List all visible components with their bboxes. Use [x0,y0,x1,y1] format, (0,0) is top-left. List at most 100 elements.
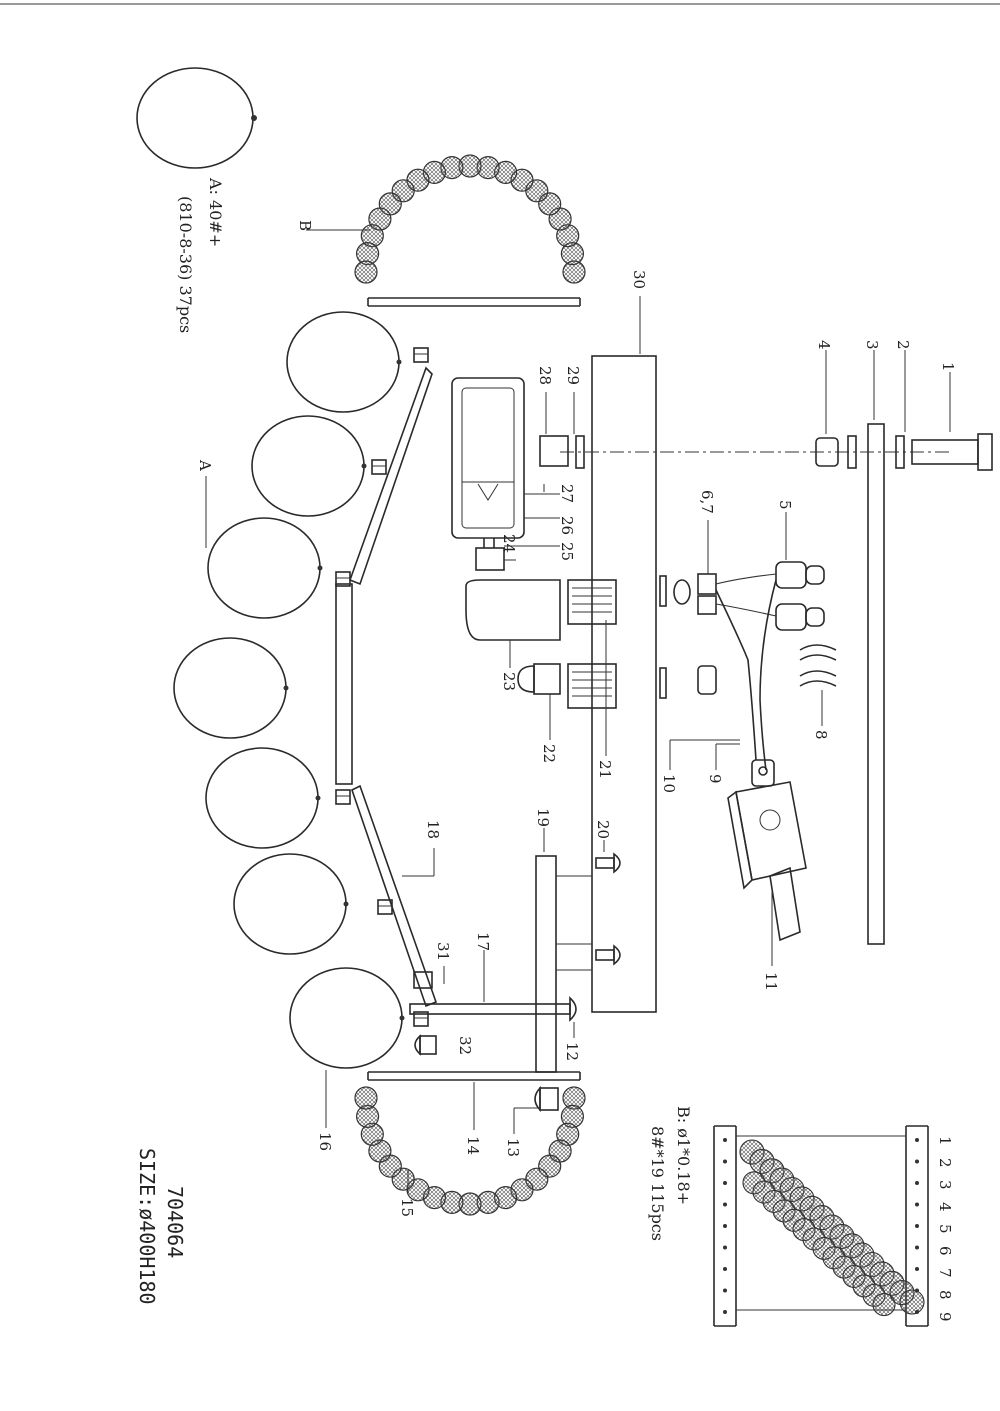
strand-dot [915,1138,919,1142]
screw-20-b [595,949,615,961]
label-18: 18 [424,820,442,839]
label-20: 20 [594,820,612,839]
washer-29 [575,435,585,469]
cap-22 [517,663,561,695]
bead [354,1086,378,1110]
label-4: 4 [815,340,833,350]
label-17: 17 [474,932,492,951]
label-12: 12 [563,1042,581,1061]
size-spec: SIZE:ø400H180 [135,1148,159,1305]
notes: A: 40#+ (810-8-36) 37pcs B: ø1*0.18+ 8#*… [135,177,693,1305]
label-1: 1 [939,362,957,372]
label-B: B [296,220,314,231]
label-24: 24 [500,534,518,553]
label-14: 14 [464,1136,482,1155]
note-b-line1: B: ø1*0.18+ [674,1106,693,1205]
label-3: 3 [863,340,881,350]
bead [354,260,378,284]
label-28: 28 [536,366,554,385]
coil-upper [567,579,617,625]
bead-strand-diagram [713,1125,929,1327]
label-2: 2 [894,340,912,350]
crystal-body [207,517,321,619]
crystal-hook-point [343,901,349,907]
label-13: 13 [504,1138,522,1157]
strand-dot [723,1224,727,1228]
strand-beads [739,1139,925,1317]
clip [377,899,393,915]
mounting-bar-3 [867,423,885,945]
screw-13 [539,1087,559,1111]
label-8: 8 [812,730,830,740]
strand-dot [915,1202,919,1207]
strand-number: 5 [936,1224,954,1234]
label-10: 10 [660,774,678,793]
label-30: 30 [630,270,648,289]
label-9: 9 [706,774,724,784]
label-27: 27 [558,484,576,503]
label-31: 31 [434,942,452,961]
crystal-pendant [286,311,402,413]
arm-frame-18 [335,366,438,1008]
label-5: 5 [776,500,794,510]
connector-24 [475,547,505,571]
label-29: 29 [564,366,582,385]
crystal-body [251,415,365,517]
crystal-pendant [173,637,289,739]
strand-number: 4 [936,1202,954,1212]
strand-number: 2 [936,1158,954,1168]
strand-dot [723,1310,727,1314]
strand-bead [899,1289,925,1315]
label-11: 11 [762,972,780,991]
wire-connectors [659,561,837,771]
label-16: 16 [316,1132,334,1151]
label-19: 19 [534,808,552,827]
crystal-pendant [207,517,323,619]
strand-dot [723,1138,727,1142]
strand-number: 9 [936,1312,954,1322]
strand-dot [723,1267,727,1271]
strand-dot [723,1245,727,1250]
washer-2 [895,435,905,469]
note-a-line2: (810-8-36) 37pcs [176,196,195,333]
label-A: A [196,459,214,471]
label-26: 26 [558,516,576,535]
crystal-body [173,637,287,739]
frame-19 [535,852,621,1073]
strand-number: 3 [936,1180,954,1190]
crystal-hook-point [315,795,321,801]
leader-lines [205,229,951,1194]
base-plate-30 [591,355,657,1013]
crystal-pendant [233,853,349,955]
junction-box-11 [727,759,807,942]
strand-dot [723,1288,727,1293]
strand-number: 1 [936,1136,954,1146]
strand-dot [915,1310,919,1314]
driver-box [451,377,525,571]
screw-20-a [595,857,615,869]
note-b-line2: 8#*19 115pcs [648,1126,667,1241]
strand-dot [723,1159,727,1164]
clip [371,459,387,475]
crystal-body [205,747,319,849]
crystal-hook-point [399,1015,405,1021]
label-21: 21 [596,760,614,779]
strand-bead [872,1293,896,1317]
crystal-pendant [289,967,405,1069]
model-number: 704064 [163,1186,187,1258]
crystal-pendants [173,311,405,1069]
strand-dot [915,1245,919,1250]
note-a-line1: A: 40#+ [206,177,225,247]
strand-number: 6 [936,1246,954,1256]
clip [413,1011,429,1027]
part-labels: 1 2 3 4 5 6,7 8 9 10 11 12 13 14 15 16 1… [196,220,957,1217]
crystal-body [233,853,347,955]
strand-number: 8 [936,1290,954,1300]
strand-dot [915,1224,919,1228]
strand-dot [915,1267,919,1271]
crystal-pendant [251,415,367,517]
label-22: 22 [540,744,558,763]
